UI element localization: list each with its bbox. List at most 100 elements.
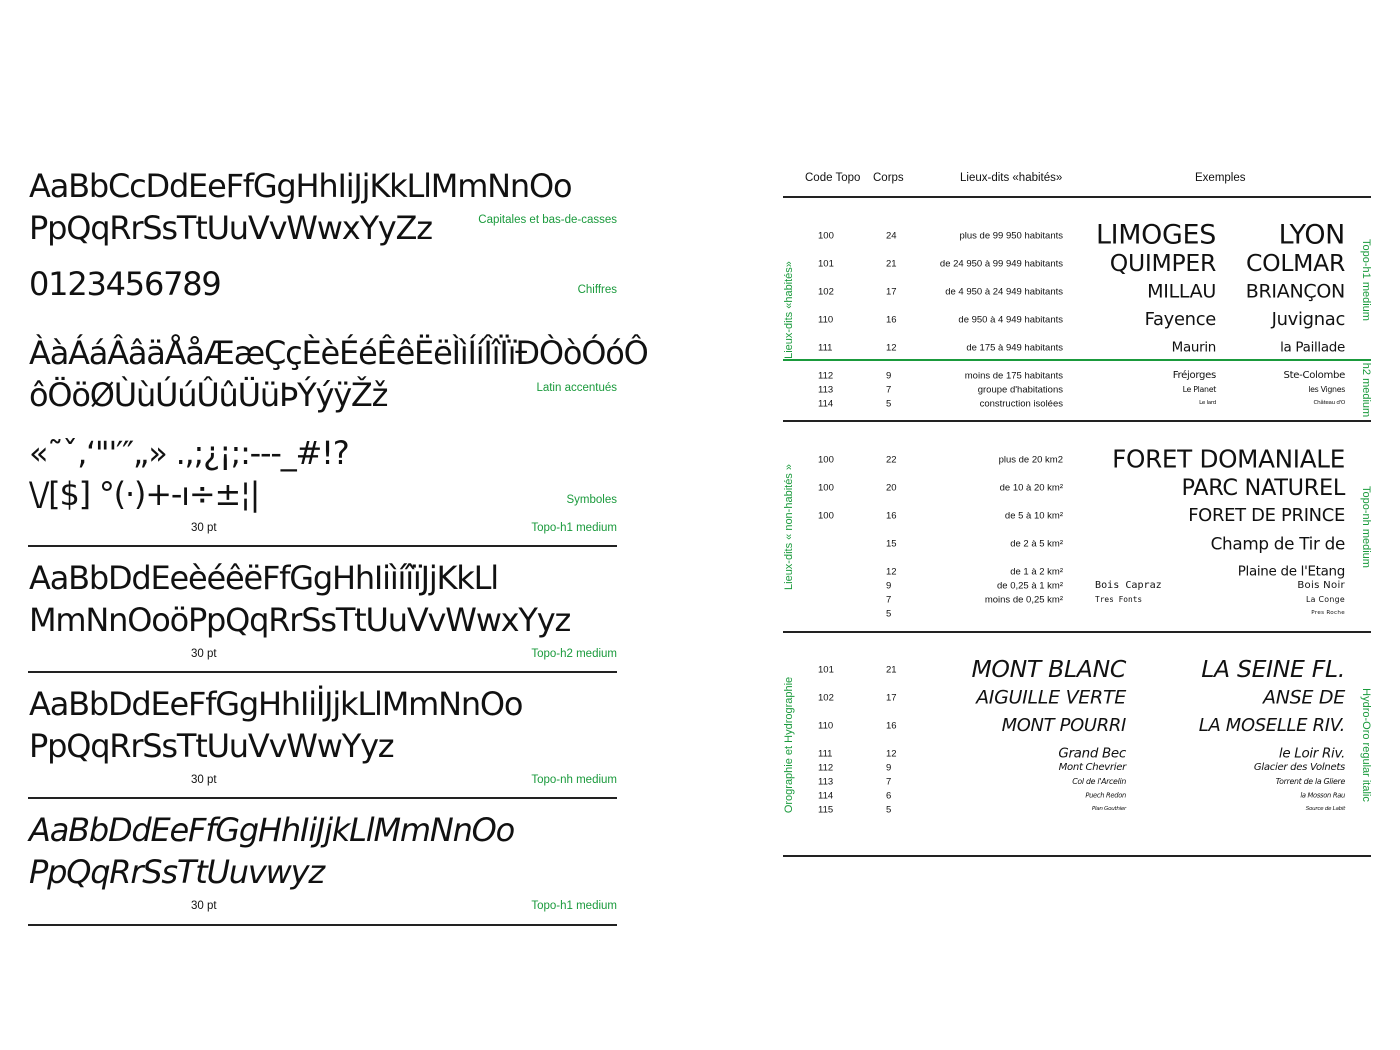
example-name: la Mosson Rau <box>1300 791 1345 800</box>
style-label: Hydro-Oro regular italic <box>1360 688 1372 802</box>
section-divider <box>783 420 1371 422</box>
header-code: Code Topo <box>805 172 861 184</box>
code-cell: 100 <box>818 482 834 494</box>
specimen-label: Capitales et bas-de-casses <box>478 214 617 226</box>
example-name: BRIANÇON <box>1245 280 1346 303</box>
description-cell: de 175 à 949 habitants <box>966 342 1063 354</box>
corps-cell: 9 <box>886 370 892 382</box>
specimen-line: «˜ˇ‚‘"'′″„» .,;¿¡;:---_#!? <box>29 434 350 472</box>
example-name: Bois Capraz <box>1095 579 1162 591</box>
code-cell: 100 <box>818 510 834 522</box>
corps-cell: 5 <box>886 804 892 816</box>
corps-cell: 9 <box>886 762 892 774</box>
point-size: 30 pt <box>191 648 217 660</box>
style-label: Topo-h1 medium <box>1360 239 1372 321</box>
code-cell: 112 <box>818 762 834 774</box>
description-cell: de 5 à 10 km² <box>1004 510 1063 522</box>
example-name: Maurin <box>1171 340 1217 356</box>
code-cell: 115 <box>818 804 834 816</box>
point-size: 30 pt <box>191 900 217 912</box>
divider <box>28 671 617 673</box>
divider <box>28 545 617 547</box>
divider <box>28 797 617 799</box>
description-cell: de 0,25 à 1 km² <box>996 580 1063 592</box>
specimen-line: MmNnOoöPpQqRrSsTtUuVvWwxYyz <box>29 601 571 639</box>
example-name: les Vignes <box>1308 385 1345 395</box>
example-name: Juvignac <box>1271 309 1346 331</box>
example-name: QUIMPER <box>1109 249 1217 278</box>
specimen-line: AaBbDdEeFfGgHhIiJjkLlMmNnOo <box>29 811 515 849</box>
description-cell: moins de 175 habitants <box>964 370 1063 382</box>
example-name: La Conge <box>1305 595 1345 605</box>
example-name: Ste-Colombe <box>1283 369 1346 381</box>
specimen-line: AaBbCcDdEeFfGgHhIiJjKkLlMmNnOo <box>29 167 573 205</box>
specimen-line: AaBbDdEeFfGgHhIiİJjkLlMmNnOo <box>29 685 523 723</box>
specimen-line: 0123456789 <box>29 265 222 303</box>
example-name: Plaine de l'Etang <box>1237 564 1346 580</box>
divider <box>28 924 617 926</box>
specimen-line: PpQqRrSsTtUuVvWwxYyZz <box>29 209 433 247</box>
example-name: Fréjorges <box>1172 369 1217 381</box>
example-name: MONT POURRI <box>1001 715 1127 737</box>
corps-cell: 16 <box>886 314 897 326</box>
corps-cell: 12 <box>886 748 897 760</box>
example-name: Le lard <box>1199 400 1216 407</box>
section-divider-green <box>783 359 1371 361</box>
style-label: h2 medium <box>1360 362 1372 418</box>
corps-cell: 16 <box>886 510 897 522</box>
specimen-line: ôÖöØÙùÚúÛûÜüÞÝýÿŽž <box>29 376 388 414</box>
corps-cell: 12 <box>886 342 897 354</box>
corps-cell: 12 <box>886 566 897 578</box>
example-name: Col de l'Arcelin <box>1072 777 1126 787</box>
example-name: la Paillade <box>1280 340 1345 356</box>
description-cell: de 10 à 20 km² <box>999 482 1063 494</box>
example-name: ANSE DE <box>1263 686 1345 709</box>
specimen-label: Latin accentués <box>536 382 617 394</box>
code-cell: 112 <box>818 370 834 382</box>
section-divider <box>783 631 1371 633</box>
corps-cell: 7 <box>886 384 892 396</box>
example-name: Puech Redon <box>1085 791 1126 800</box>
specimen-label: Chiffres <box>577 284 617 296</box>
corps-cell: 24 <box>886 230 897 242</box>
example-name: Château d'O <box>1313 400 1346 407</box>
code-cell: 113 <box>818 384 834 396</box>
example-name: MONT BLANC <box>971 655 1126 684</box>
example-name: COLMAR <box>1246 249 1345 278</box>
corps-cell: 5 <box>886 398 892 410</box>
example-name: Bois Noir <box>1297 579 1345 591</box>
description-cell: plus de 99 950 habitants <box>959 230 1063 242</box>
example-name: PARC NATUREL <box>1181 474 1345 501</box>
style-label: Topo-nh medium <box>1360 486 1372 568</box>
example-name: LIMOGES <box>1095 219 1216 251</box>
corps-cell: 7 <box>886 594 892 606</box>
code-cell: 102 <box>818 286 834 298</box>
example-name: Torrent de la Gliere <box>1275 777 1346 787</box>
example-name: Grand Bec <box>1058 746 1126 762</box>
style-label: Topo-h1 medium <box>531 522 617 534</box>
style-label: Topo-h2 medium <box>531 648 617 660</box>
description-cell: de 950 à 4 949 habitants <box>958 314 1063 326</box>
style-label: Topo-h1 medium <box>531 900 617 912</box>
example-name: Champ de Tir de <box>1210 533 1346 554</box>
code-cell: 101 <box>818 258 834 270</box>
example-name: LYON <box>1278 219 1346 251</box>
example-name: Plan Gouthier <box>1091 806 1126 813</box>
code-cell: 100 <box>818 454 834 466</box>
code-cell: 114 <box>818 790 834 802</box>
example-name: MILLAU <box>1147 280 1216 303</box>
code-cell: 101 <box>818 664 834 676</box>
code-cell: 111 <box>818 748 833 760</box>
code-cell: 110 <box>818 314 834 326</box>
point-size: 30 pt <box>191 522 217 534</box>
specimen-line: AaBbDdEeèéêëFfGgHhIiìíîïJjKkLl <box>29 559 499 597</box>
example-name: LA MOSELLE RIV. <box>1198 715 1346 737</box>
example-name: Pres Roche <box>1311 610 1345 617</box>
specimen-line: ÀàÁáÂâäÅåÆæÇçÈèÉéÊêËëÌìÍíÎîÏïÐÒòÓóÔ <box>29 334 649 372</box>
description-cell: de 24 950 à 99 949 habitants <box>939 258 1063 270</box>
specimen-line: \/[$] °(·)+-ı÷±¦| <box>29 475 260 513</box>
header-divider <box>783 196 1371 198</box>
description-cell: de 1 à 2 km² <box>1010 566 1063 578</box>
corps-cell: 22 <box>886 454 897 466</box>
section-label: Orographie et Hydrographie <box>783 676 795 814</box>
